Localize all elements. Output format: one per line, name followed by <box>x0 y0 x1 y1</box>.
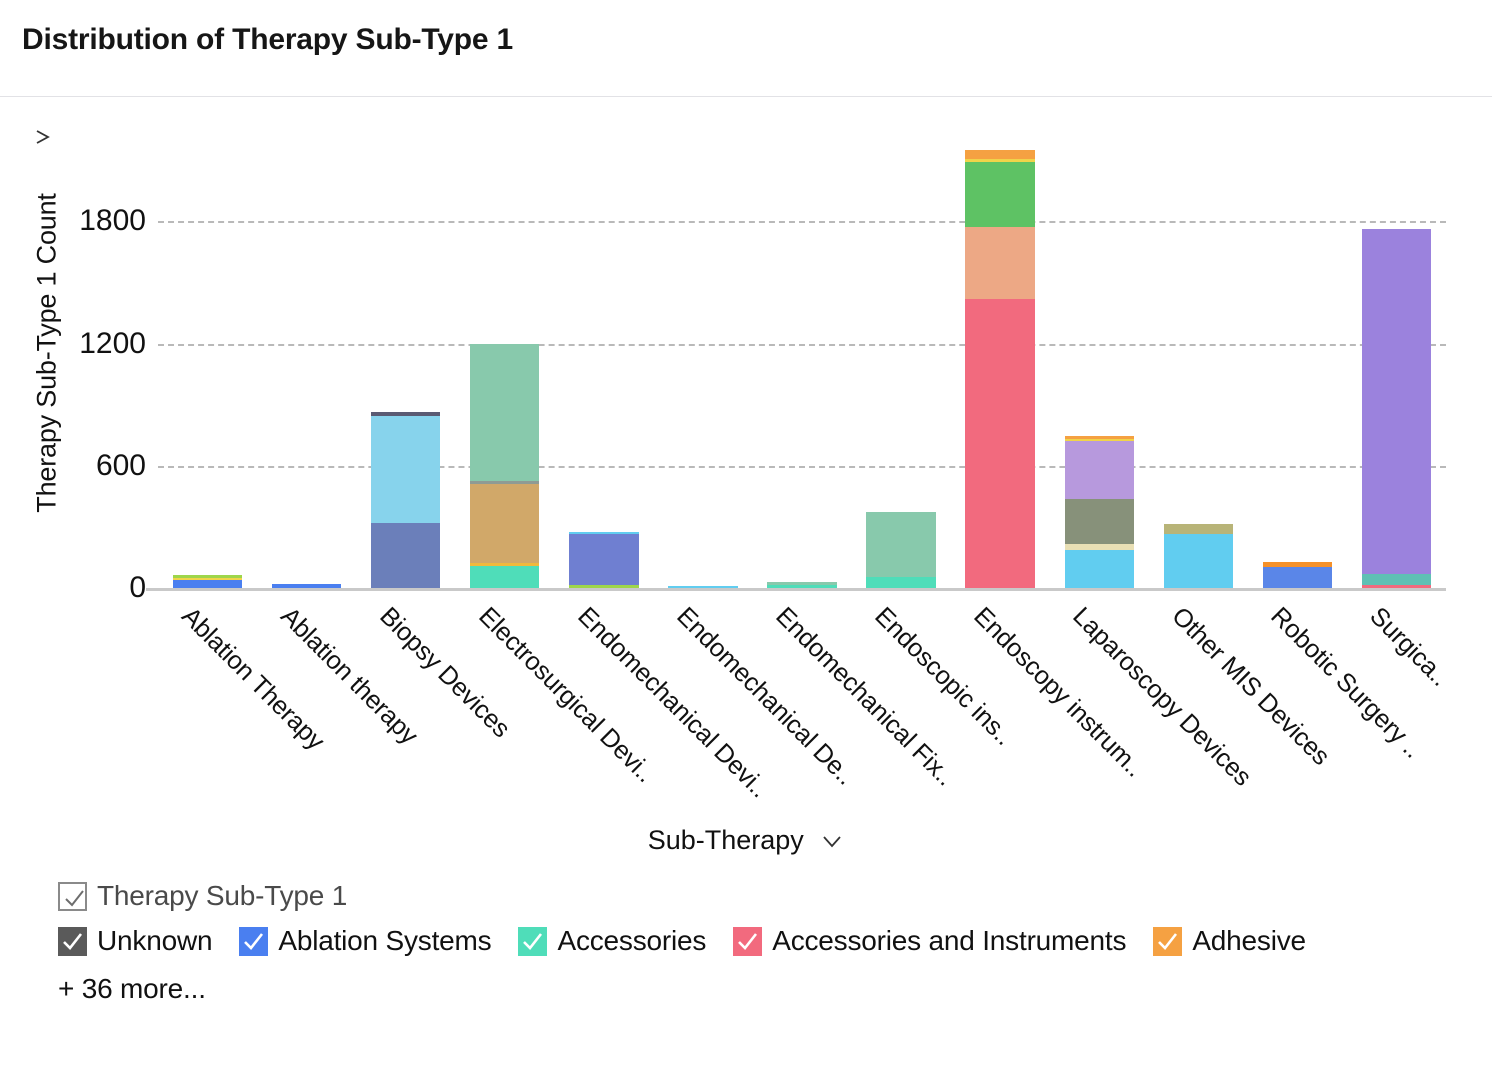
bar-stack[interactable] <box>271 583 342 588</box>
bar-segment[interactable] <box>271 583 342 588</box>
bar-segment[interactable] <box>569 531 639 535</box>
x-axis-tick-label: Endomechanical De.. <box>671 602 860 791</box>
plot-area <box>146 150 1446 591</box>
bar-segment[interactable] <box>172 577 243 580</box>
legend-item[interactable]: Ablation Systems <box>239 925 492 957</box>
legend-item[interactable]: Adhesive <box>1153 925 1306 957</box>
bar-segment[interactable] <box>668 585 738 588</box>
gridline <box>158 221 1446 224</box>
y-axis-chevron-down-icon[interactable] <box>33 126 55 148</box>
bar-stack[interactable] <box>1163 523 1233 588</box>
bar-segment[interactable] <box>470 343 540 481</box>
legend-title-checkbox[interactable] <box>58 881 87 911</box>
bar-segment[interactable] <box>965 298 1035 588</box>
legend-title-row: Therapy Sub-Type 1 <box>58 880 1458 912</box>
legend-items-row: Unknown Ablation Systems Accessories Access… <box>58 925 1458 957</box>
legend-item[interactable]: Accessories <box>518 925 706 957</box>
bar-stack[interactable] <box>470 343 540 588</box>
y-axis-tick-labels: 0 600 1200 1800 <box>0 150 146 604</box>
bar-segment[interactable] <box>866 576 936 588</box>
x-axis-tick-label: Laparoscopy Devices <box>1067 602 1257 792</box>
bar-segment[interactable] <box>1361 585 1432 588</box>
bar-segment[interactable] <box>172 575 243 579</box>
gridline <box>158 343 1446 346</box>
x-axis-title-container: Sub-Therapy <box>0 825 1492 856</box>
legend: Therapy Sub-Type 1 Unknown Ablation Syste… <box>58 880 1458 1005</box>
x-axis-tick-label: Endomechanical Fix.. <box>770 602 960 792</box>
gridline <box>158 465 1446 468</box>
bar-segment[interactable] <box>1064 550 1134 588</box>
bar-segment[interactable] <box>1064 499 1134 545</box>
bar-segment[interactable] <box>1064 544 1134 551</box>
bar-segment[interactable] <box>1163 523 1233 535</box>
y-axis-tick-label: 0 <box>129 571 146 604</box>
bar-segment[interactable] <box>371 522 441 588</box>
chart-header: Distribution of Therapy Sub-Type 1 <box>0 0 1492 97</box>
x-axis-title: Sub-Therapy <box>647 825 804 855</box>
legend-item-label: Accessories <box>557 925 707 956</box>
legend-item[interactable]: Accessories and Instruments <box>733 925 1127 957</box>
bar-segment[interactable] <box>1262 566 1333 588</box>
bar-segment[interactable] <box>569 584 639 588</box>
bar-segment[interactable] <box>470 563 540 566</box>
y-axis-tick-label: 1200 <box>79 326 146 360</box>
bar-stack[interactable] <box>767 581 837 588</box>
legend-more-link[interactable]: + 36 more... <box>58 973 206 1004</box>
bar-segment[interactable] <box>1361 573 1432 586</box>
bar-segment[interactable] <box>965 162 1035 228</box>
bar-segment[interactable] <box>965 150 1035 159</box>
bar-stack[interactable] <box>866 511 936 588</box>
header-divider <box>0 96 1492 97</box>
bar-stack[interactable] <box>1064 436 1134 588</box>
bar-segment[interactable] <box>1064 441 1134 500</box>
bar-segment[interactable] <box>1361 229 1432 574</box>
bar-stack[interactable] <box>1262 561 1333 588</box>
y-axis-tick-label: 1800 <box>79 204 146 238</box>
bar-segment[interactable] <box>1064 436 1134 440</box>
bar-segment[interactable] <box>569 534 639 585</box>
y-axis-tick-label: 600 <box>95 448 146 482</box>
bar-segment[interactable] <box>767 581 837 586</box>
bar-segment[interactable] <box>470 480 540 484</box>
x-axis-tick-label: Endomechanical Devi.. <box>572 602 774 804</box>
bar-segment[interactable] <box>470 483 540 564</box>
legend-item-checkbox[interactable] <box>518 926 548 956</box>
bar-stack[interactable] <box>1361 229 1432 588</box>
legend-item-checkbox[interactable] <box>58 926 87 956</box>
bar-stack[interactable] <box>668 585 738 588</box>
bar-segment[interactable] <box>1064 439 1134 442</box>
x-axis-tick-label: Endoscopy instrum.. <box>968 602 1149 783</box>
legend-item-label: Adhesive <box>1192 925 1306 956</box>
page-title: Distribution of Therapy Sub-Type 1 <box>22 23 513 56</box>
legend-item-label: Ablation Systems <box>278 925 492 956</box>
bar-stack[interactable] <box>569 531 639 588</box>
bar-segment[interactable] <box>470 565 540 588</box>
x-axis-tick-label: Surgica.. <box>1364 602 1455 692</box>
bar-segment[interactable] <box>767 585 837 588</box>
bar-stack[interactable] <box>965 150 1035 588</box>
x-axis-tick-label: Electrosurgical Devi.. <box>472 602 660 789</box>
bar-segment[interactable] <box>965 227 1035 299</box>
bar-segment[interactable] <box>371 416 441 523</box>
bar-segment[interactable] <box>1163 534 1233 588</box>
bar-segment[interactable] <box>965 158 1035 163</box>
bar-segment[interactable] <box>1262 561 1333 567</box>
legend-item[interactable]: Unknown <box>58 925 213 957</box>
bar-segment[interactable] <box>172 579 243 588</box>
bar-stack[interactable] <box>172 575 243 588</box>
legend-item-checkbox[interactable] <box>733 926 763 956</box>
bar-stack[interactable] <box>371 412 441 588</box>
legend-item-label: Unknown <box>97 925 213 956</box>
bar-segment[interactable] <box>371 412 441 417</box>
legend-item-label: Accessories and Instruments <box>772 925 1127 956</box>
legend-title-label: Therapy Sub-Type 1 <box>97 880 348 911</box>
bar-segment[interactable] <box>866 511 936 577</box>
legend-item-checkbox[interactable] <box>1153 926 1183 956</box>
legend-item-checkbox[interactable] <box>239 926 269 956</box>
x-axis-chevron-down-icon[interactable] <box>820 831 844 851</box>
x-axis-line <box>146 588 1446 591</box>
